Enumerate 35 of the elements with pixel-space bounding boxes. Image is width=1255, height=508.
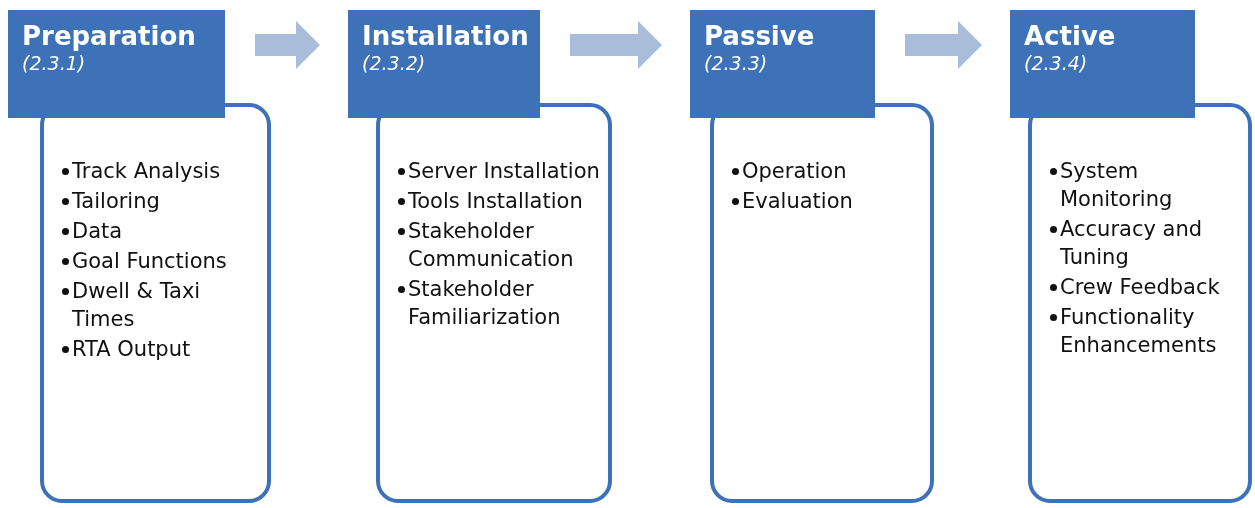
stage-title: Passive xyxy=(704,22,816,52)
task-item: Tailoring xyxy=(72,188,160,215)
task-item: Stakeholder Communication xyxy=(408,218,575,273)
arrow xyxy=(255,21,320,69)
task-card xyxy=(710,103,934,503)
task-item: Stakeholder Familiarization xyxy=(408,276,562,331)
task-item: Operation xyxy=(742,158,847,185)
stage-title: Preparation xyxy=(22,22,197,52)
task-item: Dwell & Taxi Times xyxy=(72,278,202,333)
stage-header xyxy=(690,10,875,118)
task-item: Accuracy and Tuning xyxy=(1060,216,1204,271)
task-card xyxy=(376,103,612,503)
stage-title: Installation xyxy=(362,22,526,52)
stage-title: Active xyxy=(1024,22,1117,52)
stage-header xyxy=(8,10,225,118)
section-number: (2.3.1) xyxy=(22,51,87,75)
task-card xyxy=(1028,103,1252,503)
task-item: Data xyxy=(72,218,123,245)
task-item: Crew Feedback xyxy=(1060,274,1220,301)
stage-header xyxy=(348,10,540,118)
section-number: (2.3.3) xyxy=(704,51,769,75)
task-item: Evaluation xyxy=(742,188,853,215)
task-item: RTA Output xyxy=(72,336,191,363)
task-item: Functionality Enhancements xyxy=(1060,304,1218,359)
section-number: (2.3.2) xyxy=(362,51,427,75)
task-item: System Monitoring xyxy=(1060,158,1174,213)
section-number: (2.3.4) xyxy=(1024,51,1089,75)
arrow xyxy=(905,21,982,69)
task-item: Goal Functions xyxy=(72,248,227,275)
task-item: Track Analysis xyxy=(72,158,221,185)
task-item: Server Installation xyxy=(408,158,600,185)
stage-header xyxy=(1010,10,1195,118)
arrow xyxy=(570,21,662,69)
task-item: Tools Installation xyxy=(408,188,583,215)
task-card xyxy=(40,103,271,503)
